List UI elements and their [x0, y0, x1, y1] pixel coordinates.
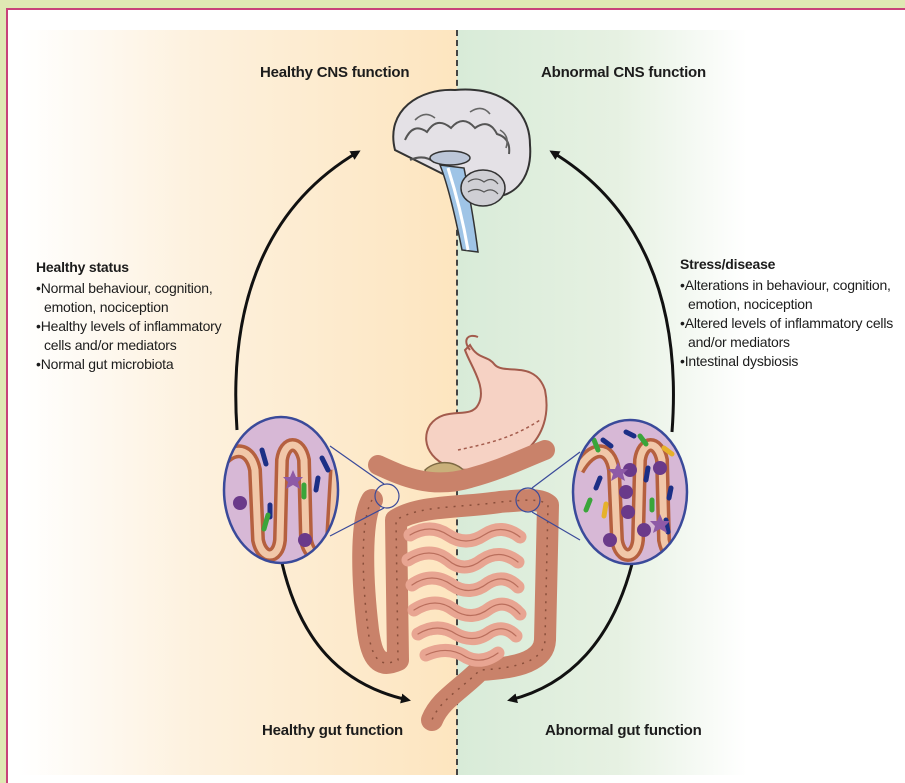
arrow-cns-right [552, 152, 673, 432]
healthy-status-panel: Healthy status Normal behaviour, cogniti… [36, 258, 248, 374]
healthy-status-item: Healthy levels of inflammatory cells and… [36, 317, 248, 355]
label-healthy-cns: Healthy CNS function [260, 64, 409, 81]
stress-disease-item: Altered levels of inflammatory cells and… [680, 314, 902, 352]
healthy-intestine-lens [215, 417, 338, 563]
label-abnormal-gut: Abnormal gut function [545, 722, 702, 739]
brain-illustration [393, 89, 530, 252]
stress-disease-panel: Stress/disease Alterations in behaviour,… [680, 255, 902, 371]
stress-disease-title: Stress/disease [680, 255, 902, 274]
arrow-gut-right [510, 564, 632, 700]
arrow-cns-to-gut-left [236, 152, 358, 430]
label-healthy-gut: Healthy gut function [262, 722, 403, 739]
small-intestine-illustration [408, 529, 520, 660]
healthy-status-item: Normal behaviour, cognition, emotion, no… [36, 279, 248, 317]
healthy-status-item: Normal gut microbiota [36, 355, 248, 374]
disease-intestine-lens [573, 420, 688, 564]
stress-disease-item: Alterations in behaviour, cognition, emo… [680, 276, 902, 314]
label-abnormal-cns: Abnormal CNS function [541, 64, 706, 81]
stress-disease-item: Intestinal dysbiosis [680, 352, 902, 371]
healthy-status-title: Healthy status [36, 258, 248, 277]
